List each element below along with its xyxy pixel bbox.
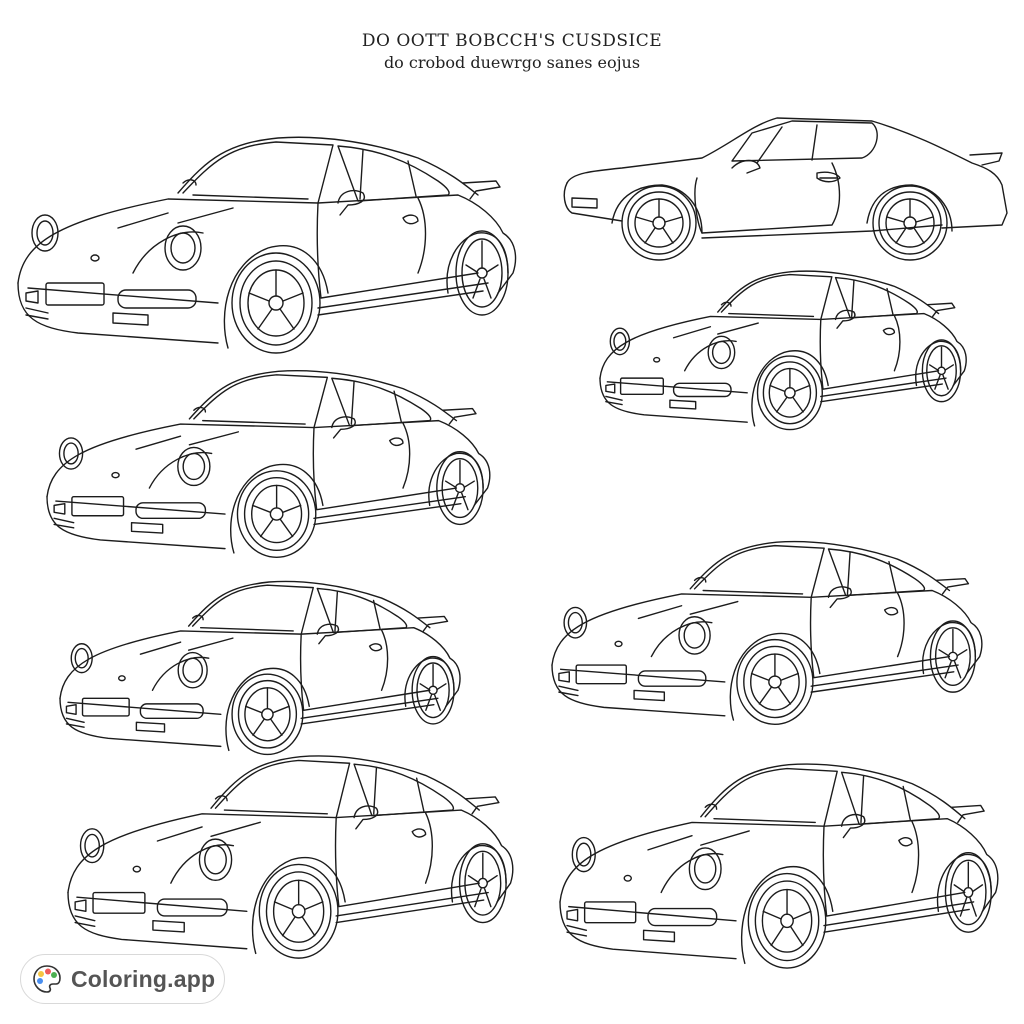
car-illustration-3 — [600, 268, 968, 431]
palette-icon — [33, 965, 61, 993]
coloring-app-badge[interactable]: Coloring.app — [20, 954, 225, 1004]
car-drawing — [68, 752, 515, 960]
car-illustration-6 — [552, 538, 984, 726]
car-drawing — [600, 268, 968, 431]
car-drawing — [60, 578, 462, 756]
car-drawing — [18, 133, 518, 355]
car-drawing — [560, 760, 1000, 970]
car-illustration-5 — [60, 578, 462, 756]
car-illustration-2 — [562, 113, 1012, 266]
car-illustration-4 — [47, 367, 492, 559]
car-illustration-8 — [560, 760, 1000, 970]
title-line-2: do crobod duewrgo sanes eojus — [383, 53, 641, 72]
badge-label: Coloring.app — [71, 965, 216, 992]
car-drawing — [47, 367, 492, 559]
car-drawing-side — [562, 113, 1012, 266]
page-title: DO OOTT BOBCCH'S CUSDSICE do crobod duew… — [0, 30, 1024, 74]
title-line-1: DO OOTT BOBCCH'S CUSDSICE — [361, 31, 663, 51]
car-drawing — [552, 538, 984, 726]
car-illustration-1 — [18, 133, 518, 355]
car-illustration-7 — [68, 752, 515, 960]
